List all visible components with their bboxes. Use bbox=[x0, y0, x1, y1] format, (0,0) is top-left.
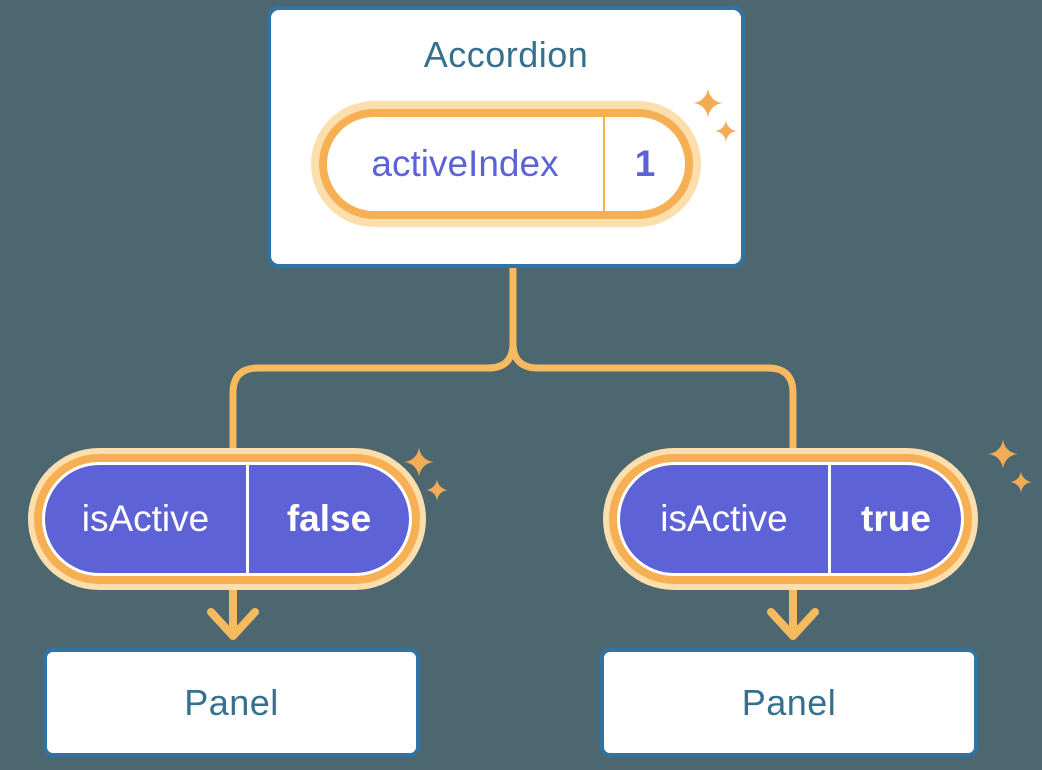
state-pill-value: 1 bbox=[634, 143, 656, 185]
sparkle-icon-large bbox=[404, 447, 434, 477]
panel-card-left: Panel bbox=[43, 648, 420, 757]
sparkle-icon-small bbox=[715, 120, 737, 142]
arrow-down-right-icon bbox=[767, 608, 819, 640]
branch-right-line bbox=[509, 268, 797, 456]
accordion-title: Accordion bbox=[423, 34, 589, 75]
panel-title: Panel bbox=[184, 681, 279, 723]
prop-pill-value: true bbox=[861, 498, 931, 539]
sparkle-icon-small bbox=[1010, 471, 1032, 493]
prop-pill-isactive-false: isActive false bbox=[42, 462, 412, 576]
sparkle-icon-large bbox=[988, 439, 1018, 469]
sparkle-icon-large bbox=[693, 88, 723, 118]
state-pill-label: activeIndex bbox=[371, 143, 559, 185]
accordion-component-card: Accordion activeIndex 1 bbox=[267, 6, 745, 268]
prop-pill-isactive-true: isActive true bbox=[617, 462, 964, 576]
branch-left-line bbox=[229, 268, 517, 456]
prop-pill-label: isActive bbox=[660, 498, 788, 539]
panel-title: Panel bbox=[741, 681, 837, 723]
sparkle-icon-small bbox=[426, 479, 448, 501]
state-pill: activeIndex 1 bbox=[319, 109, 693, 220]
prop-pill-label: isActive bbox=[81, 498, 210, 539]
sparkle-cluster-accordion bbox=[693, 88, 737, 142]
prop-pill-divider bbox=[246, 465, 249, 573]
arrow-down-left-icon bbox=[207, 608, 259, 640]
sparkle-cluster-right-pill bbox=[988, 439, 1032, 493]
panel-card-right: Panel bbox=[600, 648, 978, 757]
state-pill-divider bbox=[603, 117, 605, 212]
sparkle-cluster-left-pill bbox=[404, 447, 448, 501]
prop-pill-divider bbox=[828, 465, 831, 573]
prop-pill-value: false bbox=[286, 498, 372, 539]
